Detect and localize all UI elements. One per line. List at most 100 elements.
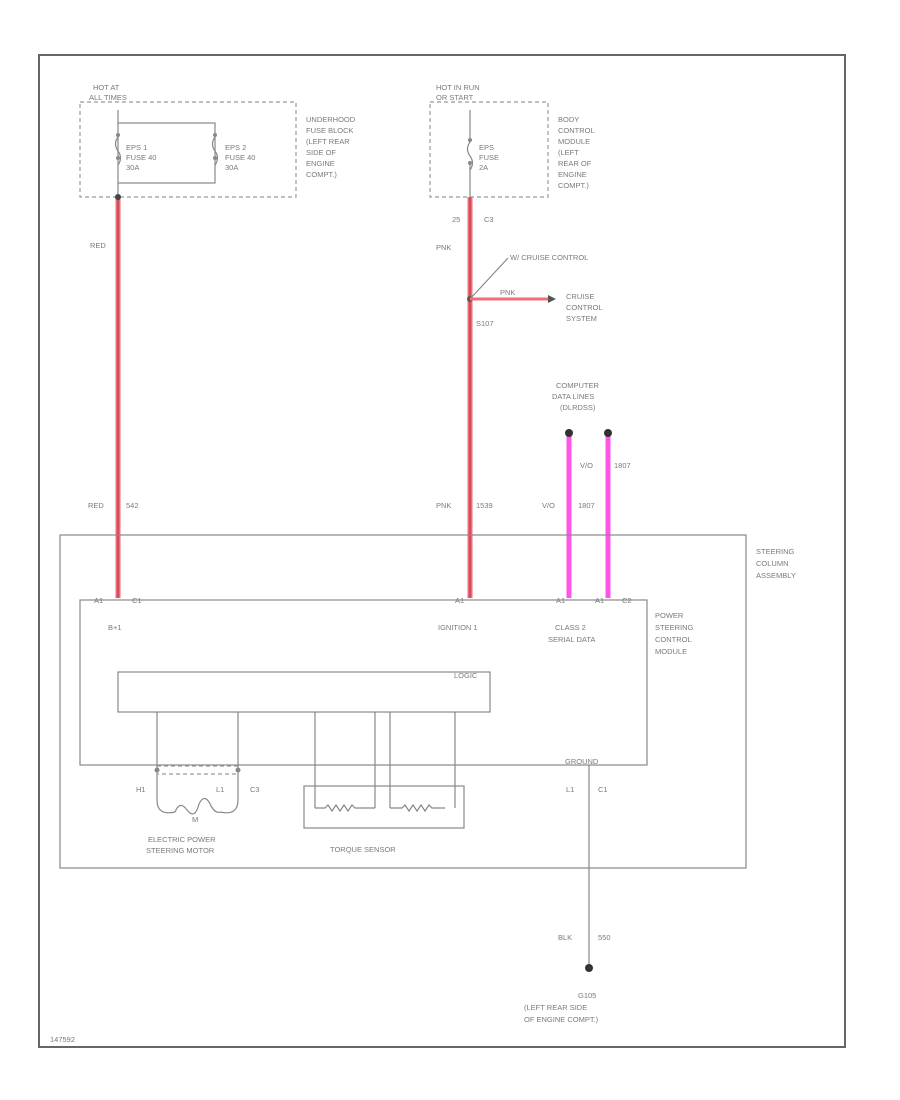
motor-symbol: M <box>192 815 198 824</box>
svg-text:REAR OF: REAR OF <box>558 159 592 168</box>
power-steering-control-module <box>79 599 648 766</box>
bcm-pin: 25 <box>452 215 460 224</box>
violet-bottom-color: V/O <box>542 501 555 510</box>
svg-text:SIDE OF: SIDE OF <box>306 148 336 157</box>
figure-id: 147592 <box>50 1035 75 1044</box>
svg-text:FUSE BLOCK: FUSE BLOCK <box>306 126 354 135</box>
logic-block <box>117 671 491 713</box>
computer-data-lines: COMPUTER DATA LINES (DLRDSS) V/O 1807 V/… <box>542 381 631 598</box>
fuse-eps-1: EPS 1 FUSE 40 30A <box>114 133 156 172</box>
red-wire-bottom-circuit: 542 <box>126 501 139 510</box>
underhood-fuse-block: HOT AT ALL TIMES EPS 1 FUSE 40 30A EPS 2… <box>79 83 356 198</box>
right-fuse-rating: 2A <box>479 163 488 172</box>
steering-column-assembly <box>59 534 747 869</box>
serial-data-label-2: SERIAL DATA <box>548 635 595 644</box>
pink-wire-bottom-circuit: 1539 <box>476 501 493 510</box>
pink-wire-bottom-color: PNK <box>436 501 451 510</box>
data2-pin: A1 <box>595 596 604 605</box>
motor-pin-h1: H1 <box>136 785 146 794</box>
cruise-system-2: CONTROL <box>566 303 603 312</box>
fuse1-name: EPS 1 <box>126 143 147 152</box>
red-wire-bottom-color: RED <box>88 501 104 510</box>
fuse-parallel-bus <box>117 122 216 184</box>
svg-text:CONTROL: CONTROL <box>655 635 692 644</box>
pink-branch-label: PNK <box>500 288 515 297</box>
svg-text:STEERING MOTOR: STEERING MOTOR <box>146 846 215 855</box>
data-connector: C2 <box>622 596 632 605</box>
violet-wire-color: V/O <box>580 461 593 470</box>
bcm-fuse-block: HOT IN RUN OR START EPS FUSE 2A BODY CON… <box>429 83 595 224</box>
cruise-note: W/ CRUISE CONTROL <box>510 253 588 262</box>
svg-text:(LEFT: (LEFT <box>558 148 579 157</box>
batt-pin: A1 <box>94 596 103 605</box>
violet-wire-circuit: 1807 <box>614 461 631 470</box>
svg-text:ENGINE: ENGINE <box>306 159 335 168</box>
left-fuse-block-outline <box>79 101 297 198</box>
logic-label: LOGIC <box>454 671 478 680</box>
left-hot-label-1: HOT AT <box>93 83 120 92</box>
left-fuse-block-location: UNDERHOOD FUSE BLOCK (LEFT REAR SIDE OF … <box>306 115 356 179</box>
diagram-frame <box>38 54 846 1048</box>
right-fuse-label: FUSE <box>479 153 499 162</box>
red-wire-top-label: RED <box>90 241 106 250</box>
svg-text:COMPT.): COMPT.) <box>306 170 337 179</box>
ground-wire-circuit: 550 <box>598 933 611 942</box>
fuse1-rating: 30A <box>126 163 139 172</box>
cruise-system-3: SYSTEM <box>566 314 597 323</box>
right-hot-label-1: HOT IN RUN <box>436 83 480 92</box>
svg-text:COLUMN: COLUMN <box>756 559 789 568</box>
ground-pin: L1 <box>566 785 574 794</box>
splice-s107: S107 W/ CRUISE CONTROL PNK CRUISE CONTRO… <box>467 253 603 328</box>
right-hot-label-2: OR START <box>436 93 474 102</box>
ground-point-loc-2: OF ENGINE COMPT.) <box>524 1015 599 1024</box>
fuse2-label: FUSE 40 <box>225 153 255 162</box>
motor-pin-l1: L1 <box>216 785 224 794</box>
ign-pin: A1 <box>455 596 464 605</box>
ignition-input-label: IGNITION 1 <box>438 623 478 632</box>
red-wire-terminal <box>115 194 121 200</box>
svg-text:COMPT.): COMPT.) <box>558 181 589 190</box>
ground-wire-color: BLK <box>558 933 572 942</box>
svg-text:ELECTRIC POWER: ELECTRIC POWER <box>148 835 216 844</box>
motor-connector: C3 <box>250 785 260 794</box>
svg-text:(DLRDSS): (DLRDSS) <box>560 403 596 412</box>
svg-text:POWER: POWER <box>655 611 684 620</box>
svg-text:(LEFT REAR: (LEFT REAR <box>306 137 350 146</box>
bcm-connector: C3 <box>484 215 494 224</box>
module-label: POWER STEERING CONTROL MODULE <box>655 611 694 656</box>
serial-data-label-1: CLASS 2 <box>555 623 586 632</box>
svg-text:ASSEMBLY: ASSEMBLY <box>756 571 796 580</box>
data1-pin: A1 <box>556 596 565 605</box>
splice-label: S107 <box>476 319 494 328</box>
cruise-system-1: CRUISE <box>566 292 594 301</box>
svg-text:COMPUTER: COMPUTER <box>556 381 600 390</box>
batt-input-label: B+1 <box>108 623 122 632</box>
svg-text:DATA LINES: DATA LINES <box>552 392 594 401</box>
assembly-label: STEERING COLUMN ASSEMBLY <box>756 547 796 580</box>
ground-point-icon <box>585 964 593 972</box>
svg-text:STEERING: STEERING <box>655 623 694 632</box>
fuse2-name: EPS 2 <box>225 143 246 152</box>
svg-text:BODY: BODY <box>558 115 579 124</box>
batt-connector: C1 <box>132 596 142 605</box>
fuse1-label: FUSE 40 <box>126 153 156 162</box>
pink-wire-top-label: PNK <box>436 243 451 252</box>
svg-text:CONTROL: CONTROL <box>558 126 595 135</box>
left-hot-label-2: ALL TIMES <box>89 93 127 102</box>
ground-point-id: G105 <box>578 991 596 1000</box>
svg-text:ENGINE: ENGINE <box>558 170 587 179</box>
fuse-eps-2: EPS 2 FUSE 40 30A <box>211 133 255 172</box>
ground-point-loc-1: (LEFT REAR SIDE <box>524 1003 587 1012</box>
svg-text:STEERING: STEERING <box>756 547 795 556</box>
electric-power-steering-motor: H1 L1 C3 M ELECTRIC POWER STEERING MOTOR <box>136 765 260 855</box>
violet-bottom-circuit: 1807 <box>578 501 595 510</box>
right-fuse-block-location: BODY CONTROL MODULE (LEFT REAR OF ENGINE… <box>558 115 595 190</box>
torque-sensor: TORQUE SENSOR <box>303 785 465 854</box>
svg-text:MODULE: MODULE <box>655 647 687 656</box>
ground-connector: C1 <box>598 785 608 794</box>
torque-sensor-label: TORQUE SENSOR <box>330 845 396 854</box>
fuse2-rating: 30A <box>225 163 238 172</box>
right-fuse-block-outline <box>429 101 549 198</box>
ground-circuit: GROUND L1 C1 BLK 550 G105 (LEFT REAR SID… <box>524 757 611 1024</box>
